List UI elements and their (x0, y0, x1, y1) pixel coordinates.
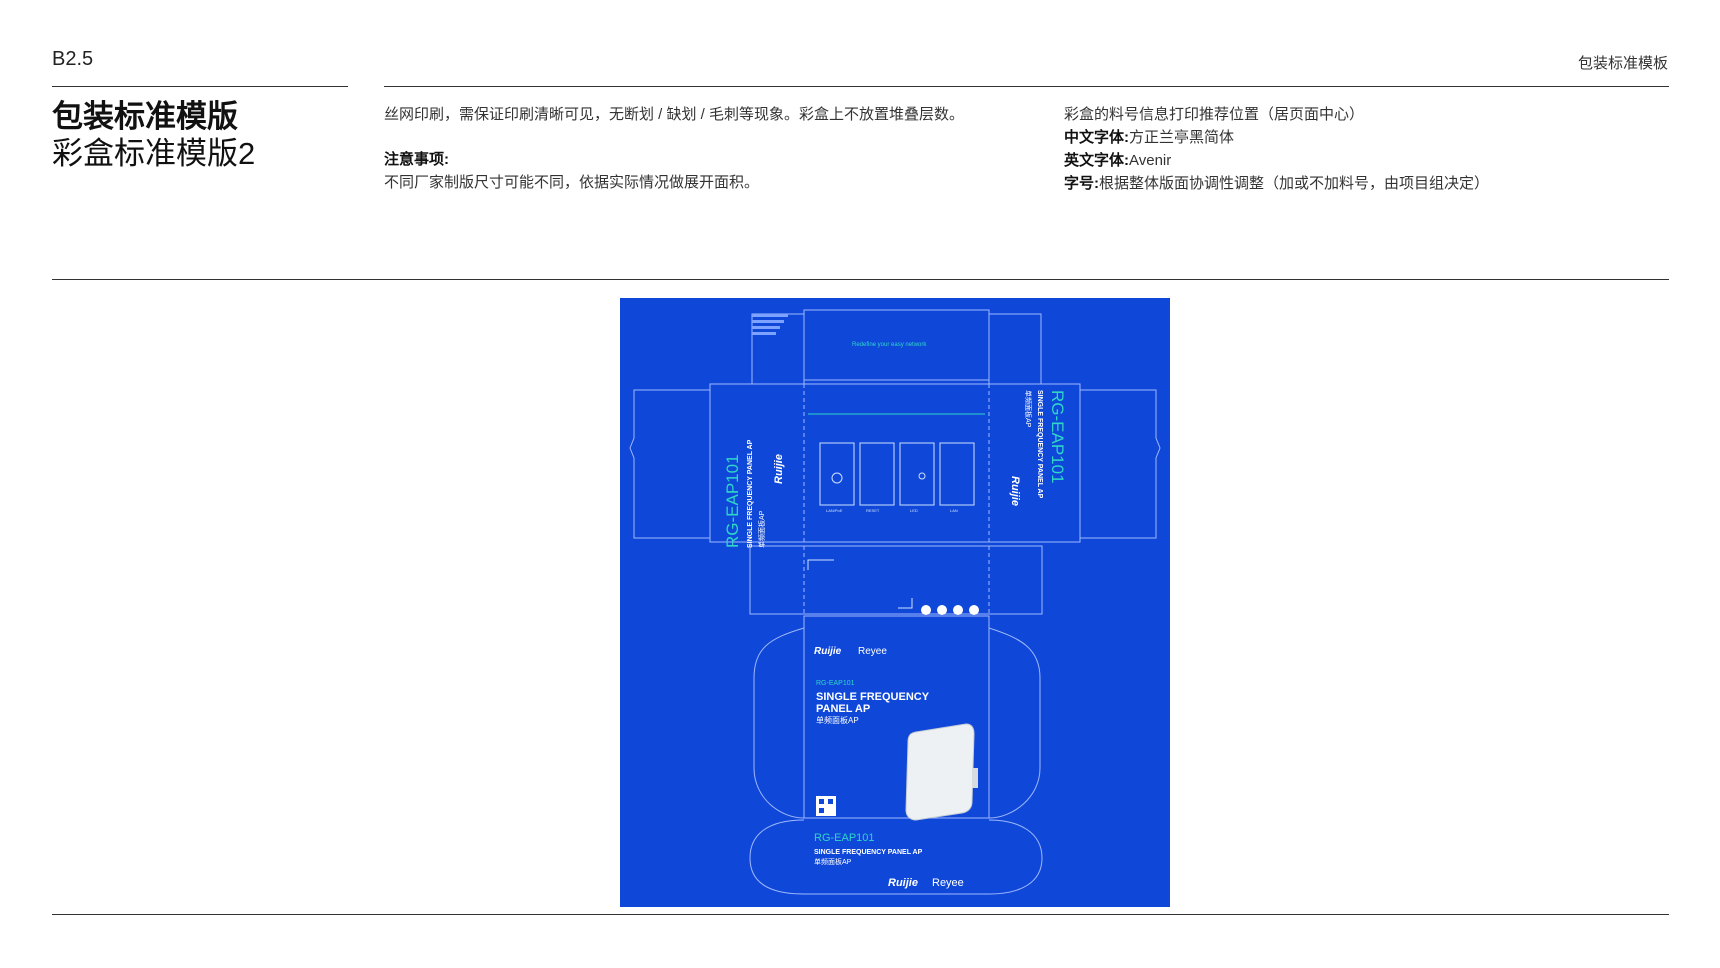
port-label-4: LAN (950, 508, 958, 513)
port-diagram-1 (819, 442, 855, 506)
recycle-icon-4 (969, 605, 979, 615)
side-model-left: RG-EAP101 (723, 454, 742, 548)
attention-text: 不同厂家制版尺寸可能不同，依据实际情况做展开面积。 (384, 174, 760, 191)
tuck-product-en: SINGLE FREQUENCY PANEL AP (814, 849, 923, 856)
port-diagram-2 (859, 442, 895, 506)
port-diagram-4 (939, 442, 975, 506)
side-product-left: SINGLE FREQUENCY PANEL AP (747, 439, 754, 548)
port-label-3: LED (910, 508, 918, 513)
side-brand-right: Ruijie (1009, 476, 1021, 506)
spec-size-value: 根据整体版面协调性调整（加或不加料号，由项目组决定） (1099, 175, 1490, 192)
recycle-icon-3 (953, 605, 963, 615)
front-brand-ruijie: Ruijie (814, 646, 842, 657)
divider-mid (52, 279, 1669, 280)
front-product-en-2: PANEL AP (816, 703, 870, 715)
specs-block: 彩盒的料号信息打印推荐位置（居页面中心） 中文字体:方正兰亭黑简体 英文字体:A… (1064, 103, 1489, 195)
tuck-brand-reyee: Reyee (932, 877, 964, 889)
tuck-product-cn: 单频面板AP (814, 857, 852, 866)
tuck-brand-ruijie: Ruijie (888, 877, 918, 889)
section-title: 包装标准模板 (1577, 55, 1668, 72)
page-subtitle: 彩盒标准模版2 (52, 136, 256, 171)
print-requirement: 丝网印刷，需保证印刷清晰可见，无断划 / 缺划 / 毛刺等现象。彩盒上不放置堆叠… (384, 106, 965, 123)
attention-label: 注意事项: (384, 151, 449, 168)
spec-en-font-value: Avenir (1129, 152, 1172, 169)
specs-intro: 彩盒的料号信息打印推荐位置（居页面中心） (1064, 106, 1365, 123)
side-product-right: SINGLE FREQUENCY PANEL AP (1036, 390, 1043, 499)
dust-flap-top-right (988, 313, 1042, 385)
side-lock-right (988, 627, 1041, 819)
spec-cn-font-value: 方正兰亭黑简体 (1129, 129, 1235, 146)
side-lock-left (753, 627, 805, 819)
front-product-cn: 单频面板AP (816, 715, 859, 725)
qr-code-icon (816, 796, 836, 816)
recycle-icon (921, 605, 931, 615)
page-code: B2.5 (52, 48, 94, 70)
spec-cn-font: 中文字体:方正兰亭黑简体 (1064, 126, 1489, 149)
box-front-panel (749, 545, 1043, 615)
notes-block: 丝网印刷，需保证印刷清晰可见，无断划 / 缺划 / 毛刺等现象。彩盒上不放置堆叠… (384, 103, 964, 194)
divider-left (52, 86, 348, 87)
recycle-icons (921, 605, 979, 615)
page-title: 包装标准模版 (52, 99, 238, 134)
divider-right (384, 86, 1669, 87)
dust-flap-top-left (751, 313, 805, 385)
spec-size-label: 字号: (1064, 175, 1099, 192)
side-flap-left (629, 389, 711, 539)
side-flap-right (1079, 389, 1161, 539)
side-model-right: RG-EAP101 (1048, 390, 1067, 484)
spec-en-font: 英文字体:Avenir (1064, 149, 1489, 172)
port-label-2: RESET (866, 508, 880, 513)
front-product-en-1: SINGLE FREQUENCY (816, 691, 930, 703)
bottom-tuck-flap (749, 819, 1043, 895)
front-brand-reyee: Reyee (858, 646, 887, 657)
product-image (905, 723, 978, 821)
side-product-cn-left: 单频面板AP (757, 510, 766, 548)
box-dieline: Redefine your easy network RG-EAP101 SIN… (620, 298, 1170, 907)
divider-bottom (52, 914, 1669, 915)
tuck-model: RG-EAP101 (814, 832, 875, 844)
side-product-cn-right: 单频面板AP (1024, 390, 1033, 428)
spec-size: 字号:根据整体版面协调性调整（加或不加料号，由项目组决定） (1064, 172, 1489, 195)
slogan-top: Redefine your easy network (852, 342, 927, 348)
port-label-1: LAN/PoE (826, 508, 843, 513)
front-model: RG-EAP101 (816, 680, 855, 687)
port-diagram-3 (899, 442, 935, 506)
recycle-icon-2 (937, 605, 947, 615)
spec-en-font-label: 英文字体: (1064, 152, 1129, 169)
side-brand-left: Ruijie (773, 454, 785, 484)
spec-cn-font-label: 中文字体: (1064, 129, 1129, 146)
